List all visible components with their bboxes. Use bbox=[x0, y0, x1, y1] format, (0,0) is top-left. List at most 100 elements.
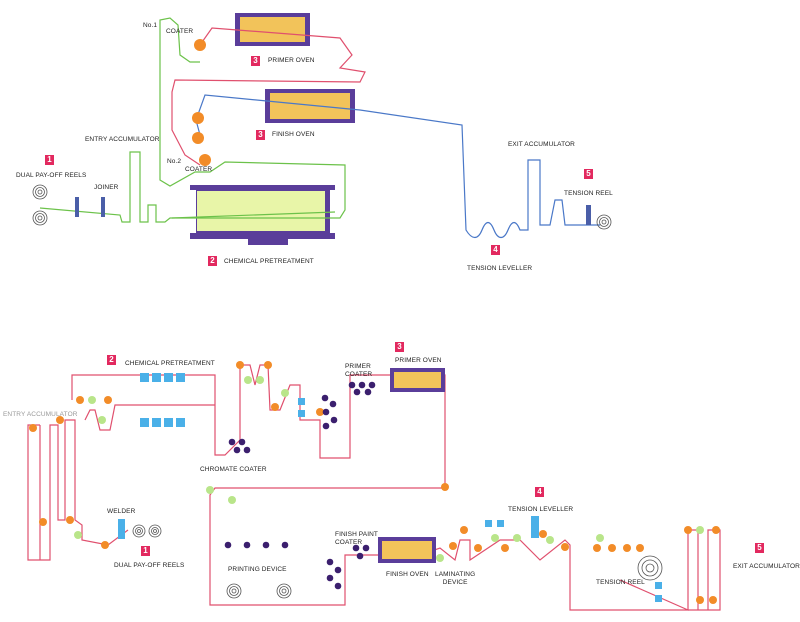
bottom-rollers bbox=[29, 361, 720, 604]
roller-purple bbox=[243, 541, 251, 549]
top-label-dual-payoff: DUAL PAY-OFF REELS bbox=[16, 172, 87, 179]
roller-purple bbox=[233, 446, 241, 454]
roller-orange bbox=[264, 361, 272, 369]
bottom-welder bbox=[118, 519, 125, 539]
roller-green bbox=[281, 389, 289, 397]
top-coater2-roller-b bbox=[192, 132, 204, 144]
bottom-pretreatment-sprays bbox=[140, 373, 185, 427]
roller-purple bbox=[334, 566, 342, 574]
roller-purple bbox=[352, 544, 360, 552]
bottom-label-printing-device: PRINTING DEVICE bbox=[228, 566, 287, 573]
top-label-exit-accumulator: EXIT ACCUMULATOR bbox=[508, 141, 575, 148]
roller-purple bbox=[326, 558, 334, 566]
bottom-label-exit-accumulator: EXIT ACCUMULATOR bbox=[733, 563, 800, 570]
top-label-chemical-pretreatment: CHEMICAL PRETREATMENT bbox=[224, 258, 314, 265]
roller-orange bbox=[441, 483, 449, 491]
top-joiner-a bbox=[75, 197, 79, 217]
top-blue-strip bbox=[195, 94, 600, 239]
bottom-label-welder: WELDER bbox=[107, 508, 136, 515]
bottom-label-laminating-device: LAMINATING DEVICE bbox=[435, 571, 476, 586]
roller-orange bbox=[29, 424, 37, 432]
bottom-number-4: 4 bbox=[535, 487, 544, 497]
top-number-5: 5 bbox=[584, 169, 593, 179]
roller-purple bbox=[322, 408, 330, 416]
roller-purple bbox=[330, 416, 338, 424]
top-label-no1: No.1 bbox=[143, 22, 158, 29]
top-payoff-reel-2 bbox=[32, 210, 48, 226]
bottom-number-1: 1 bbox=[141, 546, 150, 556]
bottom-label-chromate-coater: CHROMATE COATER bbox=[200, 466, 267, 473]
roller-orange bbox=[460, 526, 468, 534]
roller-purple bbox=[356, 552, 364, 560]
roller-green bbox=[256, 376, 264, 384]
roller-purple bbox=[348, 381, 356, 389]
bottom-label-primer-coater: PRIMER COATER bbox=[345, 363, 373, 378]
roller-orange bbox=[56, 416, 64, 424]
bottom-label-entry-accumulator: ENTRY ACCUMULATOR bbox=[3, 411, 78, 418]
roller-purple bbox=[224, 541, 232, 549]
top-payoff-reel-1 bbox=[32, 184, 48, 200]
roller-green bbox=[546, 536, 554, 544]
roller-orange bbox=[449, 542, 457, 550]
roller-orange bbox=[501, 544, 509, 552]
top-coater1-roller bbox=[194, 39, 206, 51]
roller-purple bbox=[364, 388, 372, 396]
roller-green bbox=[696, 526, 704, 534]
top-number-1: 1 bbox=[45, 155, 54, 165]
roller-purple bbox=[334, 582, 342, 590]
bottom-label-dual-payoff: DUAL PAY-OFF REELS bbox=[114, 562, 185, 569]
top-label-finish-oven: FINISH OVEN bbox=[272, 131, 315, 138]
top-label-no2: No.2 bbox=[167, 158, 182, 165]
bottom-line-diagram bbox=[27, 361, 721, 611]
roller-purple bbox=[326, 574, 334, 582]
roller-purple bbox=[322, 422, 330, 430]
bottom-label-tension-reel: TENSION REEL bbox=[596, 579, 645, 586]
bottom-number-2: 2 bbox=[107, 355, 116, 365]
roller-orange bbox=[39, 518, 47, 526]
roller-purple bbox=[262, 541, 270, 549]
roller-orange bbox=[271, 403, 279, 411]
bottom-pink-strip bbox=[27, 364, 721, 611]
top-label-tension-reel: TENSION REEL bbox=[564, 190, 613, 197]
top-number-3a: 3 bbox=[251, 56, 260, 66]
roller-purple bbox=[243, 446, 251, 454]
roller-orange bbox=[636, 544, 644, 552]
roller-orange bbox=[712, 526, 720, 534]
top-number-2: 2 bbox=[208, 256, 217, 266]
roller-orange bbox=[623, 544, 631, 552]
roller-orange bbox=[474, 544, 482, 552]
roller-green bbox=[98, 416, 106, 424]
top-label-entry-accumulator: ENTRY ACCUMULATOR bbox=[85, 136, 160, 143]
bottom-label-chemical-pretreatment: CHEMICAL PRETREATMENT bbox=[125, 360, 215, 367]
roller-orange bbox=[561, 543, 569, 551]
roller-purple bbox=[228, 438, 236, 446]
roller-orange bbox=[76, 396, 84, 404]
roller-orange bbox=[104, 396, 112, 404]
top-label-joiner: JOINER bbox=[94, 184, 119, 191]
roller-purple bbox=[238, 438, 246, 446]
roller-green bbox=[436, 554, 444, 562]
bottom-label-finish-oven: FINISH OVEN bbox=[386, 571, 429, 578]
roller-orange bbox=[593, 544, 601, 552]
top-green-strip bbox=[39, 17, 346, 223]
top-label-tension-leveller: TENSION LEVELLER bbox=[467, 265, 533, 272]
roller-green bbox=[206, 486, 214, 494]
roller-orange bbox=[696, 596, 704, 604]
bottom-number-5: 5 bbox=[755, 543, 764, 553]
roller-orange bbox=[709, 596, 717, 604]
roller-green bbox=[244, 376, 252, 384]
roller-purple bbox=[321, 394, 329, 402]
bottom-tension-reel bbox=[637, 555, 663, 581]
roller-green bbox=[88, 396, 96, 404]
roller-purple bbox=[368, 381, 376, 389]
top-number-3b: 3 bbox=[256, 130, 265, 140]
top-coater2-roller-c bbox=[199, 154, 211, 166]
roller-purple bbox=[362, 544, 370, 552]
roller-purple bbox=[281, 541, 289, 549]
roller-green bbox=[596, 534, 604, 542]
roller-purple bbox=[358, 381, 366, 389]
bottom-printing-device-reels bbox=[226, 583, 292, 599]
roller-orange bbox=[236, 361, 244, 369]
top-label-coater2: COATER bbox=[185, 166, 213, 173]
